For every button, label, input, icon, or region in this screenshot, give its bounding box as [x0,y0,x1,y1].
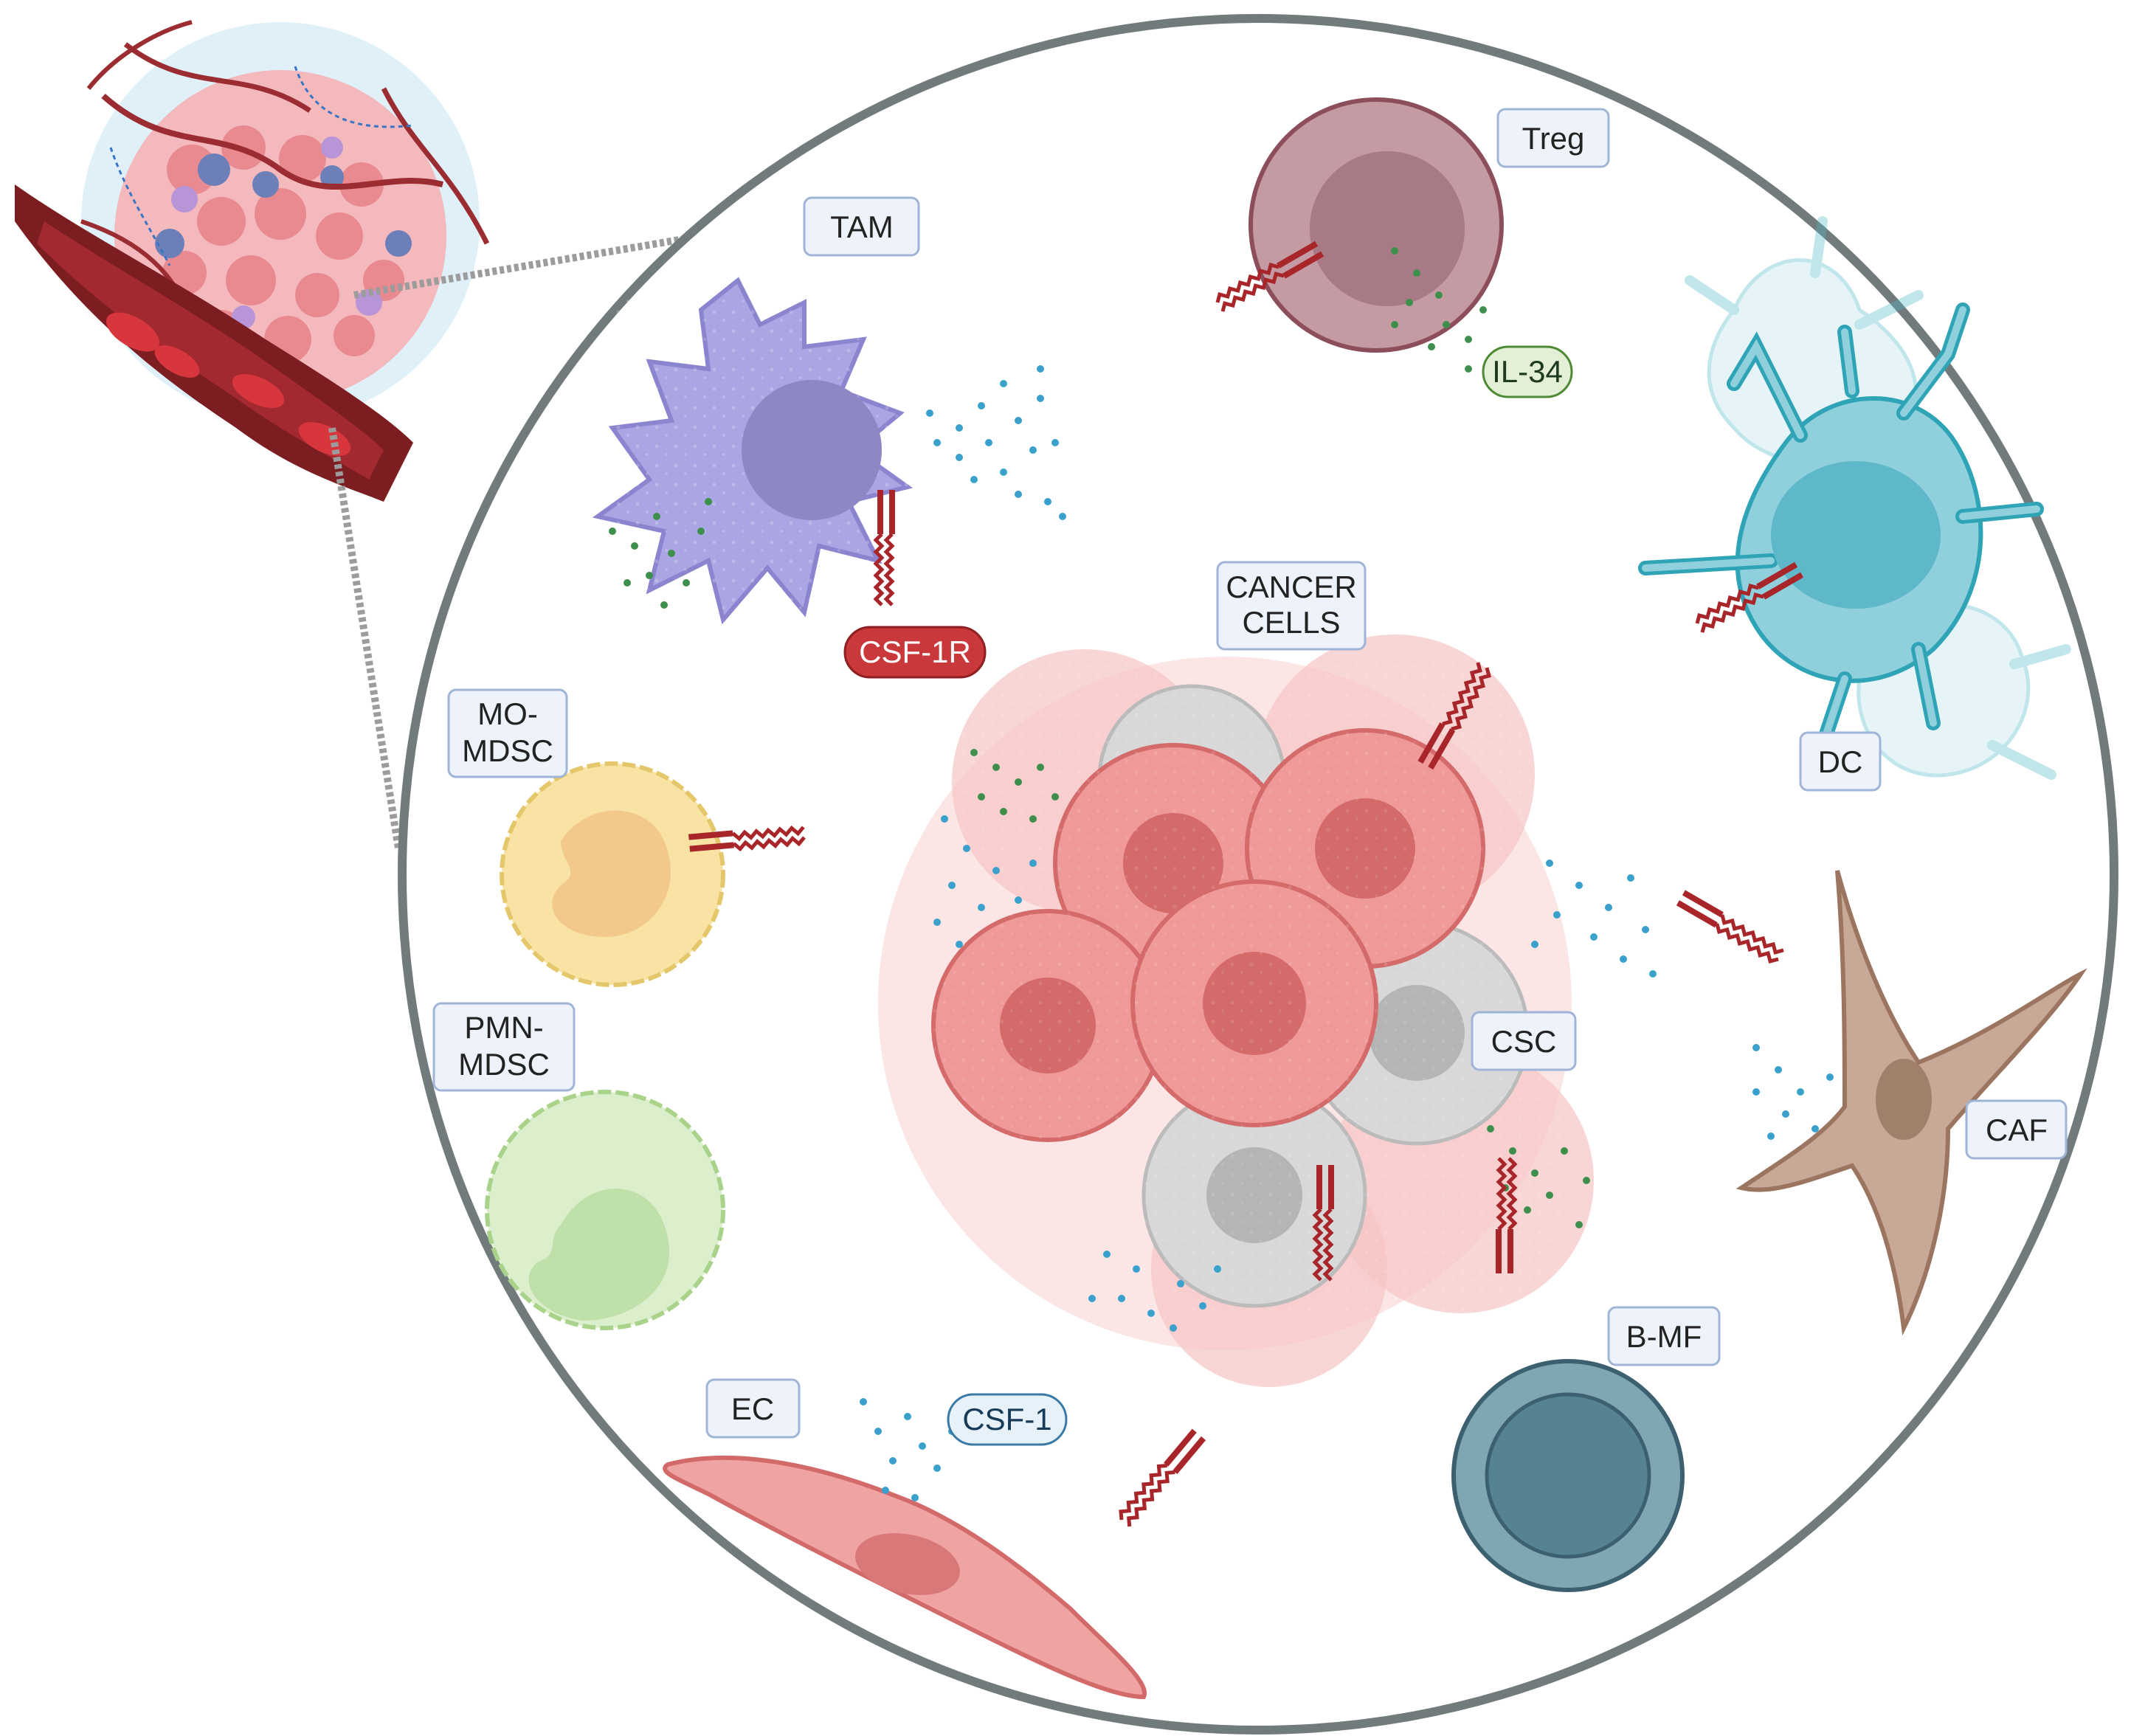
svg-text:CSC: CSC [1491,1024,1557,1059]
svg-text:PMN-: PMN- [464,1010,543,1045]
bmf-cell [1451,1359,1685,1592]
label-csf1r: CSF-1R [843,626,987,679]
svg-text:DC: DC [1818,744,1863,779]
treg-nucleus [1310,151,1465,306]
label-bmf: B-MF [1607,1306,1721,1366]
label-dc: DC [1799,731,1882,792]
svg-text:CELLS: CELLS [1242,605,1340,640]
label-treg: Treg [1496,108,1610,168]
label-mo-mdsc: MO- MDSC [447,688,568,778]
tumor-inset-illustration [15,20,490,502]
label-caf: CAF [1965,1099,2068,1160]
treg-cell [1248,97,1504,353]
svg-text:CSF-1: CSF-1 [962,1402,1051,1436]
svg-text:CSF-1R: CSF-1R [859,634,971,669]
svg-text:MDSC: MDSC [462,733,553,768]
svg-text:CANCER: CANCER [1226,570,1356,604]
label-csc: CSC [1471,1011,1577,1071]
svg-text:EC: EC [731,1391,774,1426]
svg-text:CAF: CAF [1986,1113,2048,1147]
dc-cell [1638,216,2071,780]
label-csf1: CSF-1 [947,1393,1068,1446]
il34-dots [609,247,1590,1228]
svg-text:Treg: Treg [1522,121,1585,156]
tam-nucleus [742,380,882,520]
caf-nucleus [1876,1059,1932,1140]
label-pmn-mdsc: PMN- MDSC [432,1002,576,1092]
mo-mdsc-nucleus [552,810,671,937]
label-ec: EC [705,1378,801,1439]
svg-text:MO-: MO- [477,696,538,731]
label-tam: TAM [803,196,920,257]
svg-text:TAM: TAM [830,210,894,244]
cancer-cell-cluster [878,634,1594,1387]
tam-cell [592,277,913,625]
zoom-connector [328,232,702,849]
pmn-mdsc-nucleus [528,1189,670,1321]
caf-cell [1735,870,2087,1336]
csf1-dots [860,365,1834,1501]
ec-nucleus [855,1533,960,1595]
label-il34: IL-34 [1482,345,1573,398]
dc-nucleus [1771,461,1941,609]
svg-text:MDSC: MDSC [458,1047,550,1082]
ec-cell [663,1455,1147,1700]
bmf-nucleus [1485,1392,1651,1559]
svg-text:B-MF: B-MF [1626,1319,1702,1354]
mo-mdsc-cell [500,761,725,987]
pmn-mdsc-cell [485,1090,725,1330]
svg-text:IL-34: IL-34 [1492,354,1563,389]
label-cancer-cells: CANCER CELLS [1216,561,1367,651]
